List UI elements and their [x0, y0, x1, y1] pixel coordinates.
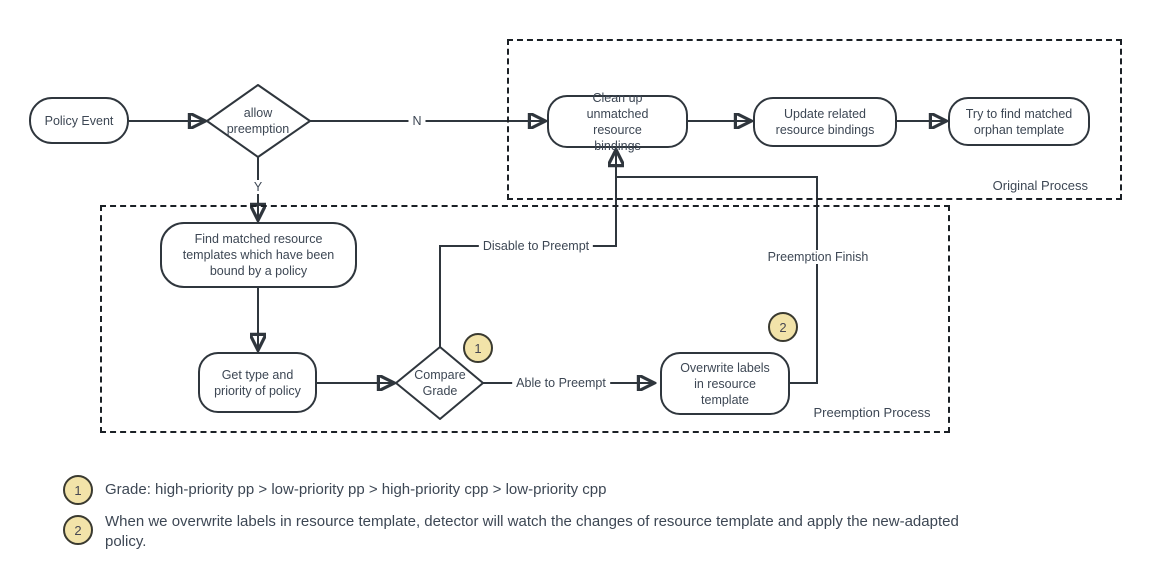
- compare-grade-diamond: [395, 346, 484, 420]
- node-allow-preemption-label: allow preemption: [226, 106, 290, 136]
- node-find-matched: Find matched resource templates which ha…: [160, 222, 357, 288]
- original-process-region: [507, 39, 1122, 200]
- node-get-type: Get type and priority of policy: [198, 352, 317, 413]
- edge-label-no: N: [408, 114, 426, 128]
- note-2-badge: 2: [63, 515, 93, 545]
- node-overwrite-labels: Overwrite labels in resource template: [660, 352, 790, 415]
- preemption-process-region: [100, 205, 950, 433]
- badge-compare-grade-ref: 1: [463, 333, 493, 363]
- node-try-find: Try to find matched orphan template: [948, 97, 1090, 146]
- node-compare-grade-label: Compare Grade: [414, 368, 466, 398]
- note-2-text: When we overwrite labels in resource tem…: [105, 513, 959, 550]
- edge-preemption-finish: [616, 176, 818, 384]
- edge-label-disable-to-preempt: Disable to Preempt: [478, 239, 594, 253]
- note-1-text: Grade: high-priority pp > low-priority p…: [105, 481, 607, 498]
- node-clean-up: Clean up unmatched resource bindings: [547, 91, 688, 153]
- edge-label-preemption-finish: Preemption Finish: [763, 250, 873, 264]
- edge-label-yes: Y: [249, 180, 267, 194]
- badge-overwrite-ref: 2: [768, 312, 798, 342]
- node-policy-event: Policy Event: [29, 97, 129, 144]
- edge-label-able-to-preempt: Able to Preempt: [512, 376, 610, 390]
- original-process-label: Original Process: [992, 178, 1088, 193]
- node-update-related: Update related resource bindings: [753, 97, 897, 147]
- note-1-badge: 1: [63, 475, 93, 505]
- allow-preemption-diamond: [206, 84, 311, 158]
- preemption-process-label: Preemption Process: [813, 405, 931, 420]
